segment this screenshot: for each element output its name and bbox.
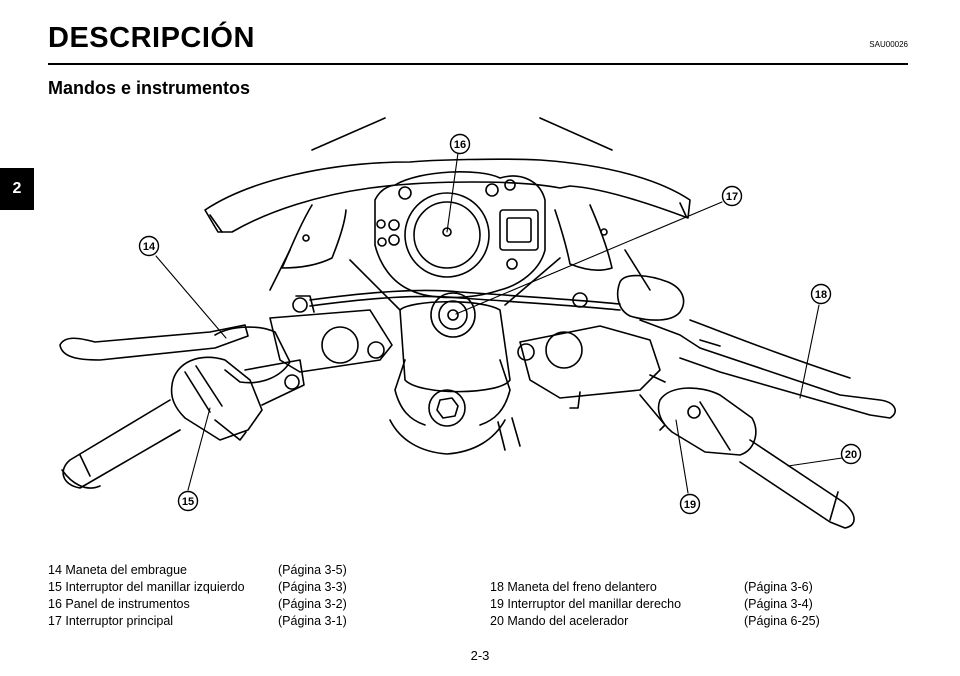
legend-item: 20 Mando del acelerador (Página 6-25) [490,613,820,630]
legend-page-ref: (Página 6-25) [744,614,820,628]
legend-label: 16 Panel de instrumentos [48,597,190,611]
upper-cowl [204,158,691,291]
callout-circle-18 [810,283,832,305]
legend-label: 19 Interruptor del manillar derecho [490,597,682,611]
leader-line-18 [799,304,820,399]
callout-15: 15 [182,496,194,508]
section-title: Mandos e instrumentos [48,78,251,98]
callout-14: 14 [143,241,156,253]
legend-item: 16 Panel de instrumentos (Página 3-2) [48,596,347,613]
callout-circle-19 [679,493,701,515]
brake-hose [309,295,621,311]
legend-label: 17 Interruptor principal [48,614,174,628]
leader-line-17 [455,201,723,315]
callout-circle-15 [177,490,199,512]
chapter-tab: 2 [0,168,34,210]
title-divider [48,63,908,65]
legend-label: 15 Interruptor del manillar izquierdo [48,580,245,594]
callout-circle-17 [721,185,743,207]
callout-16: 16 [454,139,466,151]
callout-20: 20 [845,449,857,461]
leader-line-19 [675,419,689,494]
legend-left: 14 Maneta del embrague (Página 3-5) 15 I… [48,562,347,630]
legend-item: 15 Interruptor del manillar izquierdo (P… [48,579,347,596]
left-grip [61,399,181,489]
throttle-grip [739,439,855,529]
front-brake-lever [517,274,896,419]
legend-label: 18 Maneta del freno delantero [490,580,657,594]
legend-item: 17 Interruptor principal (Página 3-1) [48,613,347,630]
clutch-lever [59,295,393,384]
legend-page-ref: (Página 3-4) [744,597,813,611]
callout-19: 19 [684,499,696,511]
leader-line-20 [787,457,843,467]
legend-item: 18 Maneta del freno delantero (Página 3-… [490,579,820,596]
document-code: SAU00026 [869,40,908,49]
windscreen-edge-left [311,117,386,151]
clutch-cable [309,289,621,305]
page-number: 2-3 [470,648,490,663]
legend-page-ref: (Página 3-6) [744,580,813,594]
legend-label: 20 Mando del acelerador [490,614,629,628]
instrument-panel [374,171,546,299]
legend-item: 19 Interruptor del manillar derecho (Pág… [490,596,820,613]
legend-item: 14 Maneta del embrague (Página 3-5) [48,562,347,579]
leader-line-15 [187,407,211,491]
leader-line-14 [155,255,227,339]
callout-circle-20 [840,443,862,465]
callout-17: 17 [726,191,738,203]
fork-details [497,391,581,451]
callout-circle-14 [138,235,160,257]
windscreen-edge-right [539,117,613,151]
top-triple-clamp [394,292,511,427]
right-handlebar-switch [639,374,757,456]
callout-18: 18 [815,289,827,301]
legend-right: 18 Maneta del freno delantero (Página 3-… [490,579,820,630]
callout-circle-16 [449,133,471,155]
page-title: DESCRIPCIÓN [48,22,255,54]
legend-label: 14 Maneta del embrague [48,563,187,577]
legend-page-ref: (Página 3-3) [278,580,347,594]
leader-line-16 [446,152,459,233]
legend-page-ref: (Página 3-5) [278,563,347,577]
handlebar-controls-diagram: 14 15 16 17 18 19 20 [59,117,896,529]
lower-triple-clamp [389,419,506,455]
legend-page-ref: (Página 3-2) [278,597,347,611]
legend-page-ref: (Página 3-1) [278,614,347,628]
left-handlebar-switch [170,356,305,441]
